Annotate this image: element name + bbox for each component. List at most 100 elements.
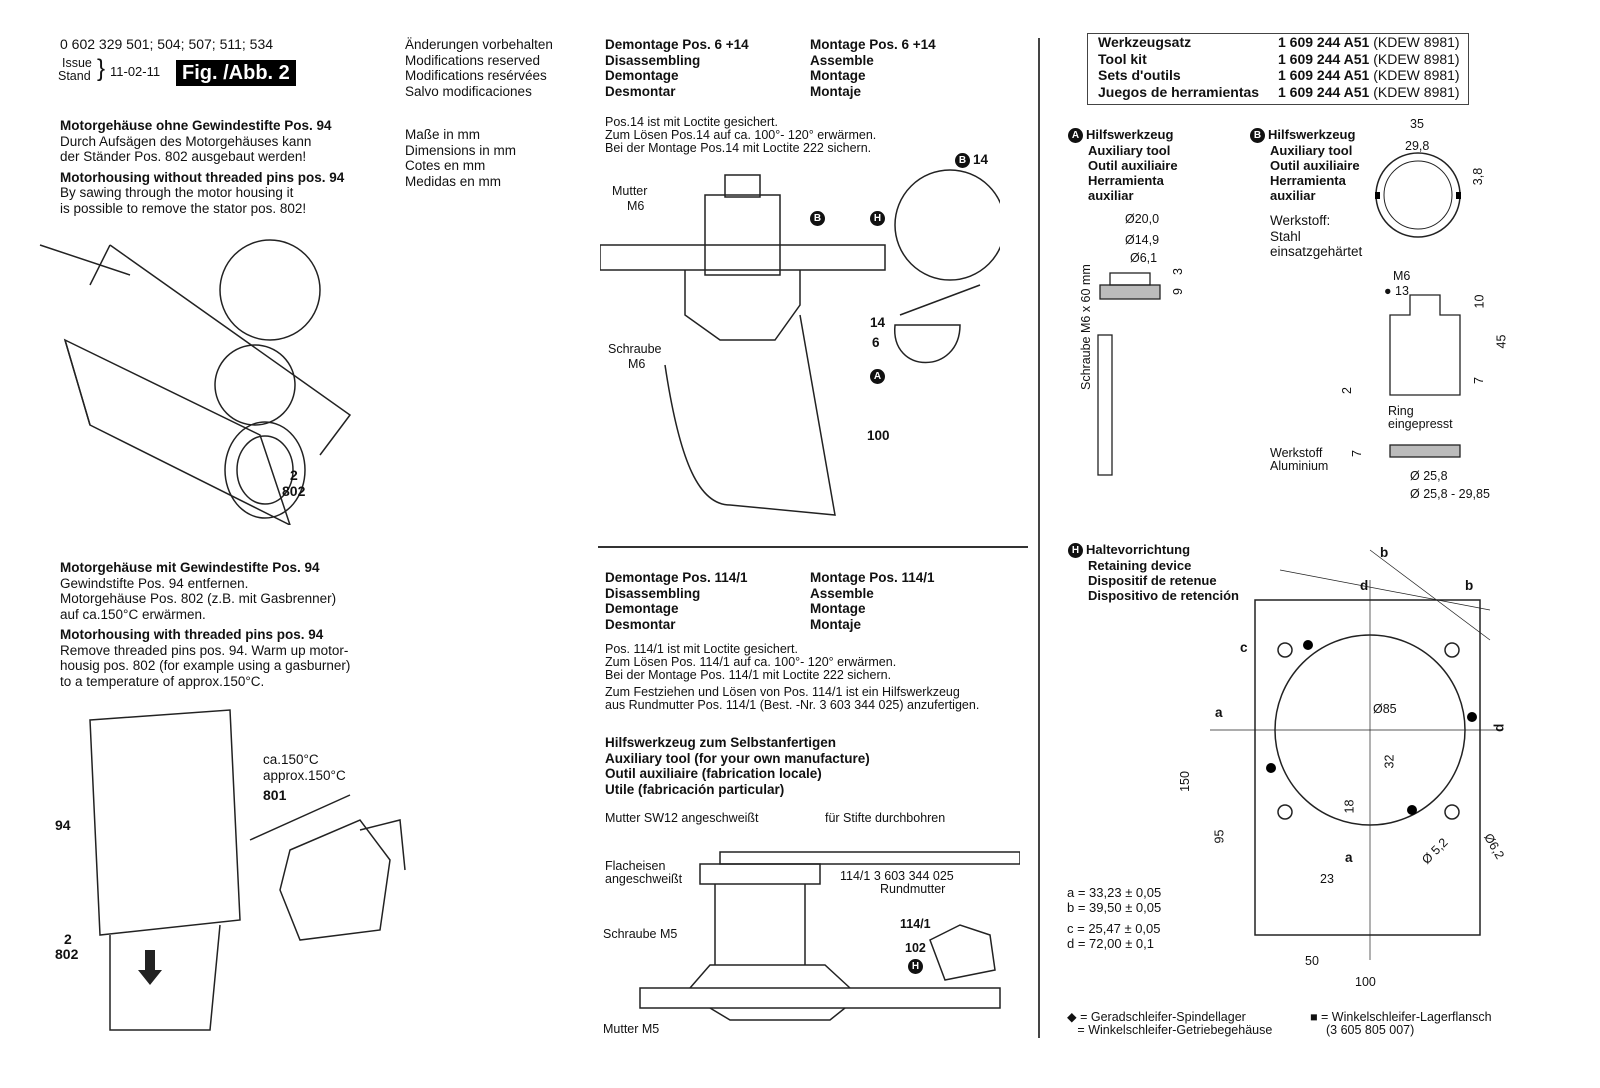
dim-h-32: 32 [1382, 754, 1397, 769]
label-mutter-m5: Mutter M5 [603, 1022, 660, 1036]
dim-h-100: 100 [1355, 975, 1376, 989]
badge-h-2: H [908, 958, 926, 974]
label-mutter-sw12: Mutter SW12 angeschweißt [605, 811, 759, 825]
dim-b-35: 35 [1410, 117, 1424, 131]
dim-h-95: 95 [1212, 829, 1227, 844]
tool-b-ring-drawing [1375, 152, 1461, 238]
dim-b-10: 10 [1472, 294, 1487, 309]
label-schraube: Schraube [608, 342, 662, 356]
stand-label: Stand [58, 69, 91, 83]
badge-a: A [870, 368, 888, 384]
figure-label: Fig. /Abb. 2 [176, 60, 296, 86]
callout-6: 6 [872, 335, 880, 350]
dim-b-7: 7 [1471, 377, 1486, 384]
section-without-pins: Motorgehäuse ohne Gewindestifte Pos. 94 … [60, 118, 345, 216]
brace: } [97, 55, 106, 82]
section-with-pins: Motorgehäuse mit Gewindestifte Pos. 94 G… [60, 560, 351, 689]
dim-h-b1: b [1380, 545, 1389, 560]
tool-a-drawing [1097, 272, 1161, 476]
assembly-6-14-drawing [600, 169, 1000, 516]
dim-b-7b: 7 [1349, 450, 1364, 457]
legend-square: ■ = Winkelschleifer-Lagerflansch(3 605 8… [1310, 1010, 1492, 1037]
callout-802b: 802 [55, 946, 79, 962]
dim-b-45: 45 [1494, 334, 1509, 349]
callout-802: 802 [282, 483, 306, 499]
part-numbers: 0 602 329 501; 504; 507; 511; 534 [60, 36, 274, 52]
label-m6-b: M6 [628, 357, 646, 371]
callout-94: 94 [55, 817, 71, 833]
dim-h-150: 150 [1177, 771, 1192, 792]
dim-h-18: 18 [1342, 799, 1357, 814]
dim-h-50: 50 [1305, 954, 1319, 968]
dim-h-d2: d [1491, 723, 1507, 732]
callout-100: 100 [867, 428, 890, 443]
dim-h-a1: a [1215, 705, 1223, 720]
dim-b-29-8: 29,8 [1405, 139, 1430, 153]
dim-b-25-8: Ø 25,8 [1410, 469, 1448, 483]
dim-a-6-1: Ø6,1 [1130, 251, 1158, 265]
label-m6: M6 [627, 199, 645, 213]
loctite-note-114: Pos. 114/1 ist mit Loctite gesichert.Zum… [605, 642, 980, 712]
column-divider [1038, 38, 1040, 1038]
tool-b-section-drawing [1389, 294, 1461, 458]
callout-14: 14 [870, 315, 886, 330]
callout-801: 801 [263, 787, 287, 803]
legend-diamond: ◆ = Geradschleifer-Spindellager = Winkel… [1067, 1010, 1273, 1037]
dim-h-b2: b [1465, 578, 1474, 593]
loctite-note-14: Pos.14 ist mit Loctite gesichert.Zum Lös… [605, 115, 877, 155]
label-mutter: Mutter [612, 184, 648, 198]
dim-h-a2: a [1345, 850, 1353, 865]
dim-h-d1: d [1360, 578, 1369, 593]
screw-label: Schraube M6 x 60 mm [1079, 264, 1093, 390]
dim-b-m6: M6 [1393, 269, 1411, 283]
dim-b-2: 2 [1339, 387, 1354, 394]
label-stifte: für Stifte durchbohren [825, 811, 946, 825]
dim-h-85: Ø85 [1373, 702, 1397, 716]
retaining-device-drawing [1210, 549, 1500, 960]
callout-2: 2 [290, 467, 298, 483]
dim-h-23: 23 [1320, 872, 1334, 886]
dim-b-25-8-29-85: Ø 25,8 - 29,85 [1410, 487, 1490, 501]
label-schraube-m5: Schraube M5 [603, 927, 678, 941]
callout-102: 102 [905, 941, 926, 955]
sawing-illustration [39, 239, 352, 525]
dim-a-9: 9 [1170, 288, 1185, 295]
heating-illustration [89, 709, 406, 1031]
dim-a-20: Ø20,0 [1125, 212, 1160, 226]
callout-2b: 2 [64, 931, 72, 947]
issue-label: Issue [62, 56, 92, 70]
divider [598, 546, 1028, 548]
badge-h: H [870, 210, 888, 226]
assembly-114-drawing [639, 851, 1020, 1021]
callout-114-1: 114/1 [900, 917, 931, 931]
dim-b-3-8: 3,8 [1471, 167, 1486, 186]
dim-a-14-9: Ø14,9 [1125, 233, 1160, 247]
dim-b-13: ● 13 [1384, 284, 1409, 298]
badge-b: B [810, 210, 828, 226]
dim-a-3: 3 [1170, 268, 1185, 275]
dim-h-c: c [1240, 640, 1248, 655]
